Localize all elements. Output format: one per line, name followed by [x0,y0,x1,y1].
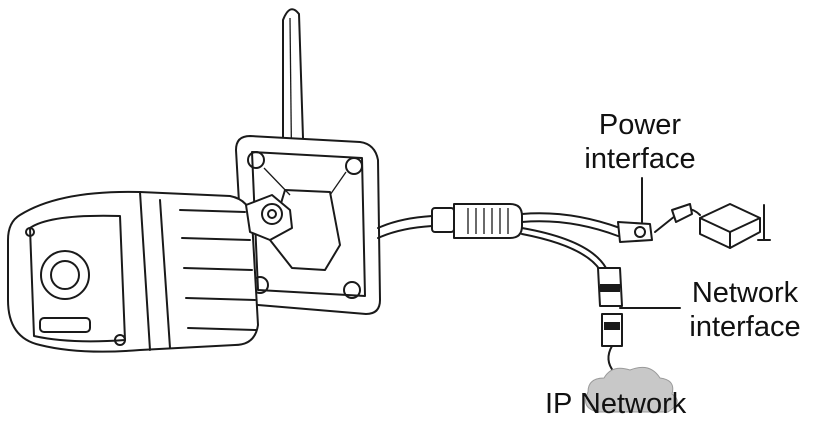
network-interface-label: Network interface [676,276,814,344]
ip-network-cloud [585,366,678,413]
power-interface-label: Power interface [572,108,708,176]
network-label-line-2: interface [689,311,801,343]
network-label-line-1: Network [691,277,799,309]
swivel-joint [245,194,293,241]
power-adapter [654,203,771,249]
network-cable [521,227,623,373]
cable-splitter [431,203,523,239]
main-cable [377,215,433,239]
power-label-line-1: Power [598,109,682,141]
power-cable [521,212,653,243]
power-label-line-2: interface [584,143,696,175]
ip-network-label: IP Network [545,388,687,420]
camera-body [7,190,259,353]
